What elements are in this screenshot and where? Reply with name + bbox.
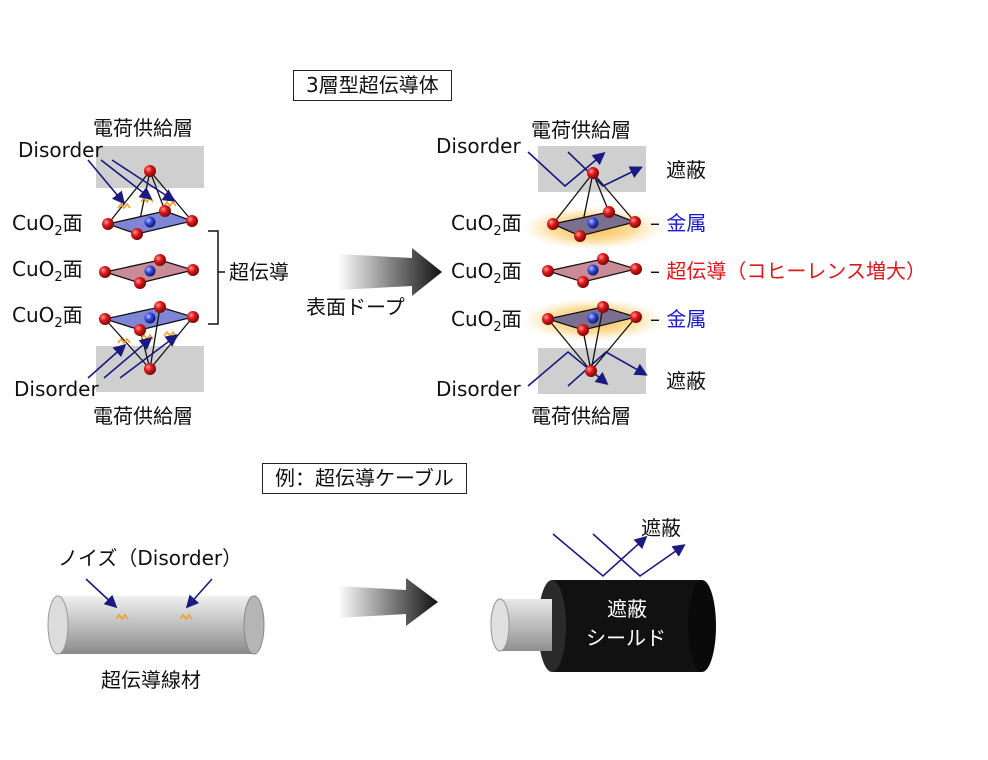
disorder-label-top-right: Disorder <box>436 134 521 158</box>
cuo2-label-bottom-right: CuO2面 <box>451 307 522 335</box>
superconducting-wire <box>47 578 265 655</box>
charge-layer-label-bottom-left: 電荷供給層 <box>93 404 193 428</box>
shield-label-bottom-right: 遮蔽 <box>666 369 706 393</box>
diagram-graphics <box>47 146 716 672</box>
wire-label: 超伝導線材 <box>101 668 201 692</box>
title-cable-example: 例：超伝導ケーブル <box>262 463 467 494</box>
superconducting-coherence-label: – 超伝導（コヒーレンス増大） <box>650 259 926 283</box>
cuo2-label-top-left: CuO2面 <box>12 211 83 239</box>
metal-label-top: – 金属 <box>650 211 707 235</box>
noise-label: ノイズ（Disorder） <box>58 546 243 570</box>
superconducting-bracket-label: 超伝導 <box>229 260 289 284</box>
cuo2-label-middle-right: CuO2面 <box>451 259 522 287</box>
disorder-label-top-left: Disorder <box>18 138 103 162</box>
cable-shield-label: 遮蔽 <box>641 516 681 540</box>
surface-dope-label: 表面ドープ <box>306 295 405 319</box>
shield-label-top-right: 遮蔽 <box>666 158 706 182</box>
metal-label-bottom: – 金属 <box>650 307 707 331</box>
title-three-layer: 3層型超伝導体 <box>293 70 452 101</box>
cuo2-label-middle-left: CuO2面 <box>12 257 83 285</box>
cuo2-label-bottom-left: CuO2面 <box>12 303 83 331</box>
right-structure <box>521 146 665 394</box>
shielded-cable <box>490 533 716 672</box>
charge-layer-label-top-left: 電荷供給層 <box>93 116 193 140</box>
disorder-label-bottom-left: Disorder <box>14 377 99 401</box>
cable-arrow <box>338 578 438 626</box>
disorder-label-bottom-right: Disorder <box>436 377 521 401</box>
figure-canvas: 3層型超伝導体 電荷供給層 Disorder CuO2面 CuO2面 CuO2面… <box>0 56 988 708</box>
left-structure <box>87 146 225 392</box>
charge-layer-label-bottom-right: 電荷供給層 <box>531 404 631 428</box>
cuo2-label-top-right: CuO2面 <box>451 211 522 239</box>
cable-text-line2: シールド <box>586 626 666 650</box>
cable-text-line1: 遮蔽 <box>607 597 647 621</box>
superconducting-bracket <box>208 230 219 325</box>
doping-arrow <box>338 248 442 296</box>
charge-layer-label-top-right: 電荷供給層 <box>531 118 631 142</box>
